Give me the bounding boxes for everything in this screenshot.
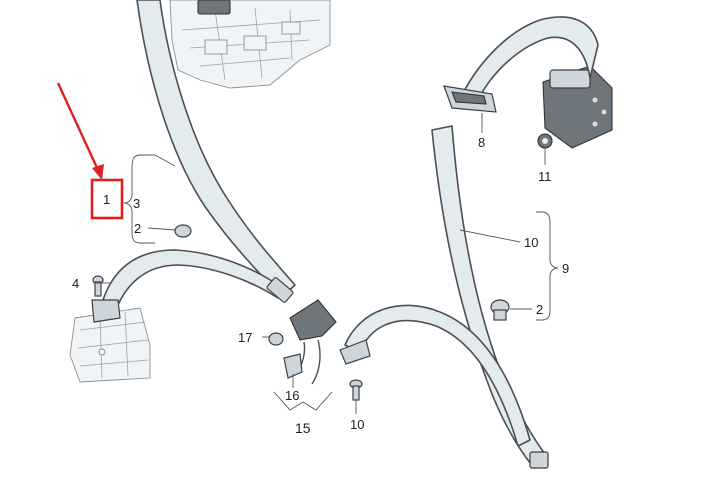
car-body-floor-fragment: [69, 307, 151, 383]
guide-cap-left: [174, 224, 192, 238]
callout-1: 1: [103, 192, 110, 207]
callout-16: 16: [285, 388, 299, 403]
callout-3: 3: [133, 196, 140, 211]
callout-8: 8: [478, 135, 485, 150]
bolt-lower: [349, 379, 363, 401]
callout-4: 4: [72, 276, 79, 291]
guide-cap-right: [490, 299, 510, 321]
car-body-top-fragment: [169, 0, 331, 89]
callout-10-lower: 10: [350, 417, 364, 432]
callout-11: 11: [538, 169, 552, 184]
callout-10-upper: 10: [524, 235, 538, 250]
nut: [537, 133, 553, 149]
leader-lines: [94, 113, 559, 414]
callout-17: 17: [238, 330, 252, 345]
callout-15: 15: [295, 420, 311, 436]
bolt-left: [92, 275, 104, 297]
highlight-arrow: [56, 82, 104, 180]
front-belt-assembly-left: [91, 0, 296, 323]
seat-belt-buckle: [268, 299, 337, 385]
callout-2-right: 2: [536, 302, 543, 317]
callout-2-left: 2: [134, 221, 141, 236]
highlight-box: [90, 178, 124, 220]
front-belt-assembly-right: [339, 16, 613, 469]
callout-9: 9: [562, 261, 569, 276]
